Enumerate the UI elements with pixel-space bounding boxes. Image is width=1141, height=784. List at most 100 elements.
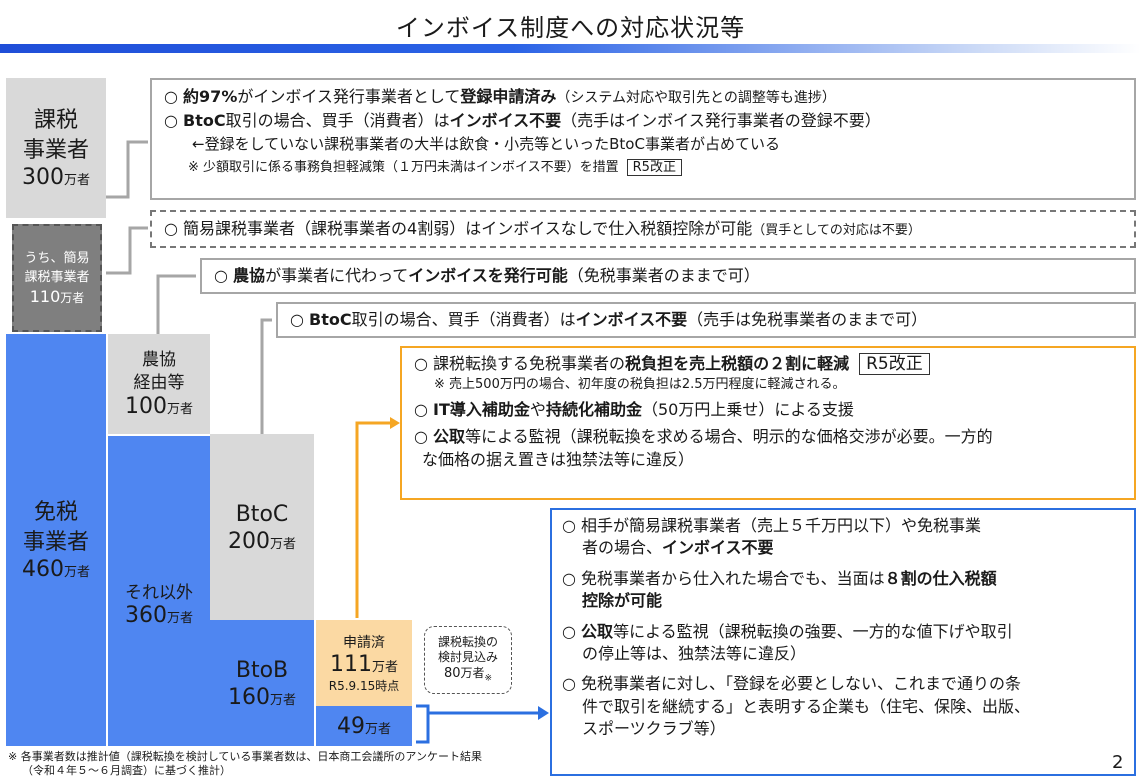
remaining-value: 49 xyxy=(336,713,365,739)
nokyo-label-2: 経由等 xyxy=(133,372,185,393)
callout-5-bold-kotori: 公取 xyxy=(433,426,466,446)
sore-igai-value: 360 xyxy=(124,603,167,628)
sore-igai-label: それ以外 xyxy=(125,583,193,603)
kazei-jigyosha-block: 課税 事業者 300万者 xyxy=(6,78,106,218)
callout-5-line-4: ○ 公取等による監視（課税転換を求める場合、明示的な価格交渉が必要。一方的 xyxy=(414,425,1122,448)
nokyo-block: 農協 経由等 100万者 xyxy=(108,334,210,434)
shinsei-label: 申請済 xyxy=(343,635,385,651)
sore-igai-block: それ以外 360万者 xyxy=(108,436,210,746)
bullet: ○ xyxy=(164,87,184,106)
connector-nokyo xyxy=(156,274,196,334)
callout-6-item-1: ○ 相手が簡易課税事業者（売上５千万円以下）や免税事業 者の場合、インボイス不要 xyxy=(562,515,1124,560)
nokyo-value: 100 xyxy=(124,394,167,420)
remaining-unit: 万者 xyxy=(364,721,391,737)
kan-i-kazei-block: うち、簡易 課税事業者 110万者 xyxy=(12,224,102,332)
callout-1-text: がインボイス発行事業者として xyxy=(237,87,461,106)
btob-unit: 万者 xyxy=(269,693,296,709)
callout-6-bold-kotori: 公取 xyxy=(581,621,614,641)
callout-1-footnote: ※ 少額取引に係る事務負担軽減策（１万円未満はインボイス不要）を措置 xyxy=(188,159,619,175)
page-title: インボイス制度への対応状況等 xyxy=(395,14,746,42)
kento-line-1: 課税転換の xyxy=(437,634,498,649)
callout-4-bold-btoc: BtoC xyxy=(309,310,352,329)
btoc-label: BtoC xyxy=(235,501,289,527)
callout-1-line-2: ○ BtoC取引の場合、買手（消費者）はインボイス不要（売手はインボイス発行事業… xyxy=(164,109,1122,133)
bullet: ○ xyxy=(562,674,582,694)
btoc-block: BtoC 200万者 xyxy=(210,434,314,620)
shinsei-block: 申請済 111万者 R5.9.15時点 xyxy=(316,620,412,706)
menzei-label-1: 免税 xyxy=(33,500,78,526)
callout-5-line-5: な価格の据え置きは独禁法等に違反） xyxy=(422,449,695,469)
kazei-label-2: 事業者 xyxy=(22,137,89,163)
callout-1-bold-invoice: インボイス不要 xyxy=(449,111,562,130)
nokyo-label-1: 農協 xyxy=(142,349,176,370)
callout-3-text: が事業者に代わって xyxy=(265,266,409,285)
callout-5-bold-it: IT導入補助金 xyxy=(433,399,530,419)
callout-5-bold-jizoku: 持続化補助金 xyxy=(545,399,642,419)
kan-i-label-2: 課税事業者 xyxy=(24,269,90,285)
callout-5-line-2: ※ 売上500万円の場合、初年度の税負担は2.5万円程度に軽減される。 xyxy=(434,376,846,392)
remaining-block: 49万者 xyxy=(316,706,412,746)
callout-5-text: や xyxy=(529,399,546,419)
kan-i-label-1: うち、簡易 xyxy=(24,250,90,266)
callout-2-note: （買手としての対応は不要） xyxy=(752,223,921,238)
callout-6-bold-invoice: インボイス不要 xyxy=(662,538,774,558)
sore-igai-unit: 万者 xyxy=(166,611,193,626)
bullet: ○ xyxy=(214,266,234,285)
kazei-label-1: 課税 xyxy=(33,108,78,134)
callout-3-bold-invoice: インボイスを発行可能 xyxy=(408,266,568,285)
callout-5-text: 等による監視（課税転換を求める場合、明示的な価格交渉が必要。一方的 xyxy=(465,426,993,446)
callout-6-text: スポーツクラブ等） xyxy=(582,719,726,739)
callout-6-text: 者の場合、 xyxy=(582,538,663,558)
callout-btob: ○ 相手が簡易課税事業者（売上５千万円以下）や免税事業 者の場合、インボイス不要… xyxy=(550,508,1136,776)
bullet: ○ xyxy=(414,354,434,373)
callout-6-item-2: ○ 免税事業者から仕入れた場合でも、当面は８割の仕入税額 控除が可能 xyxy=(562,568,1124,613)
kan-i-value: 110 xyxy=(29,287,61,307)
connector-blue xyxy=(416,704,549,744)
callout-5-bold-20pct: 税負担を売上税額の２割に軽減 xyxy=(625,354,850,373)
callout-3-bold-nokyo: 農協 xyxy=(233,266,266,285)
bullet: ○ xyxy=(164,111,184,130)
callout-5-text: 課税転換する免税事業者の xyxy=(433,354,626,373)
kazei-value: 300 xyxy=(21,164,64,190)
callout-1-line-3: ←登録をしていない課税事業者の大半は飲食・小売等といったBtoC事業者が占めてい… xyxy=(192,135,780,153)
menzei-unit: 万者 xyxy=(63,564,90,580)
btob-block: BtoB 160万者 xyxy=(210,620,314,746)
bullet: ○ xyxy=(562,568,582,588)
nokyo-unit: 万者 xyxy=(166,402,193,418)
callout-1-bold-registered: 登録申請済み xyxy=(460,87,557,106)
callout-5-text: （50万円上乗せ）による支援 xyxy=(641,399,854,419)
kazei-unit: 万者 xyxy=(63,172,90,188)
callout-3-note: （免税事業者のままで可） xyxy=(567,266,760,285)
connector-kan-i xyxy=(106,226,148,275)
shinsei-unit: 万者 xyxy=(371,660,398,675)
callout-kan-i: ○ 簡易課税事業者（課税事業者の4割弱）はインボイスなしで仕入税額控除が可能（買… xyxy=(150,210,1136,248)
kan-i-unit: 万者 xyxy=(60,291,85,306)
shinsei-date: R5.9.15時点 xyxy=(328,679,400,693)
shinsei-value: 111 xyxy=(329,652,372,677)
callout-4-bold-invoice: インボイス不要 xyxy=(575,310,688,329)
footnote-line-2: （令和４年５～６月調査）に基づく推計） xyxy=(22,764,231,778)
callout-6-bold-kojo: 控除が可能 xyxy=(582,591,663,611)
callout-6-text: の停止等は、独禁法等に違反） xyxy=(582,643,807,663)
bullet: ○ xyxy=(562,516,582,535)
callout-1-bold-97: 約97% xyxy=(183,87,238,106)
callout-1-line-4: ※ 少額取引に係る事務負担軽減策（１万円未満はインボイス不要）を措置 R5改正 xyxy=(164,158,1122,178)
menzei-jigyosha-block: 免税 事業者 460万者 xyxy=(6,334,106,746)
bullet: ○ xyxy=(562,621,582,641)
callout-5-line-1: ○ 課税転換する免税事業者の税負担を売上税額の２割に軽減 R5改正 xyxy=(414,352,1122,377)
callout-1-bold-btoc: BtoC xyxy=(183,111,226,130)
footnote: ※ 各事業者数は推計値（課税転換を検討している事業者数は、日本商工会議所のアンケ… xyxy=(8,750,548,779)
callout-4-note: （売手は免税事業者のままで可） xyxy=(687,310,928,329)
kento-value: 80 xyxy=(443,666,461,682)
callout-5-line-3: ○ IT導入補助金や持続化補助金（50万円上乗せ）による支援 xyxy=(414,398,1122,421)
menzei-value: 460 xyxy=(21,556,64,582)
r5-tag: R5改正 xyxy=(859,353,930,375)
callout-6-text: 件で取引を継続する」と表明する企業も（住宅、保険、出版、 xyxy=(582,696,1031,716)
callout-1-text: 取引の場合、買手（消費者）は xyxy=(225,111,450,130)
kento-mark: ※ xyxy=(484,673,493,684)
r5-tag: R5改正 xyxy=(626,158,682,176)
callout-4-text: 取引の場合、買手（消費者）は xyxy=(351,310,576,329)
callout-kazei-tenkan: ○ 課税転換する免税事業者の税負担を売上税額の２割に軽減 R5改正 ※ 売上500… xyxy=(400,346,1136,500)
bullet: ○ xyxy=(414,399,434,419)
